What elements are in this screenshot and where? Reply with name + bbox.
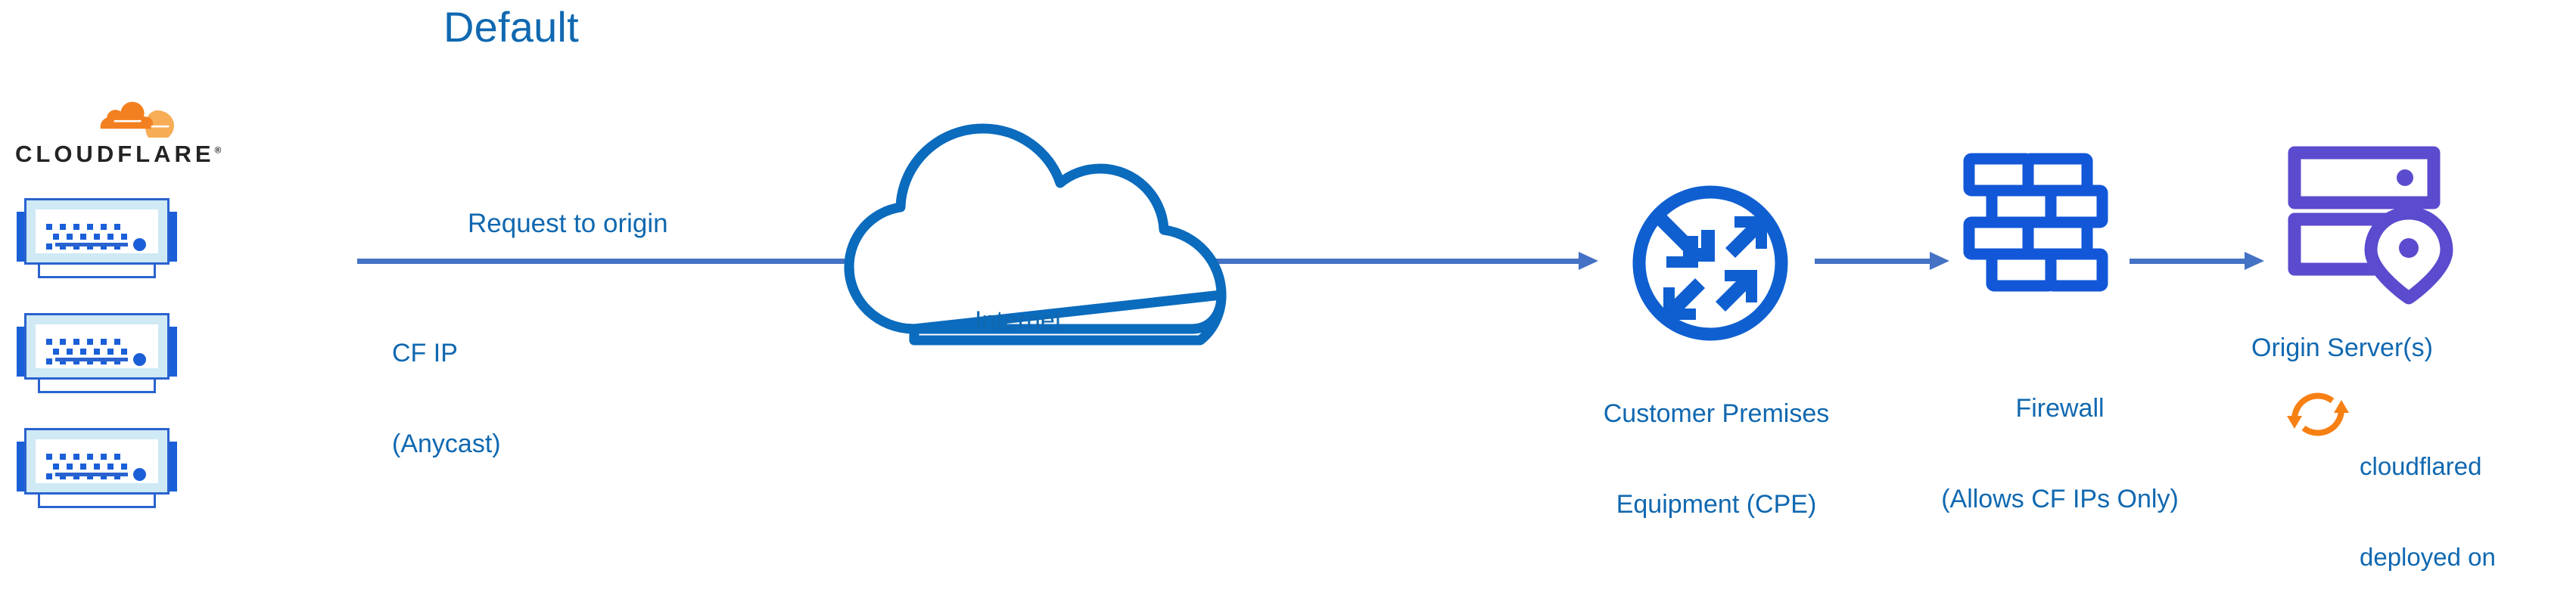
device-chassis	[24, 428, 170, 495]
firewall-label-line1: Firewall	[2015, 394, 2105, 423]
internet-label: Internet	[975, 306, 1062, 335]
refresh-cycle-icon	[2285, 382, 2350, 447]
device-chassis	[24, 313, 170, 380]
device-base	[38, 380, 156, 393]
device-faceplate	[36, 439, 158, 483]
cloudflare-logo: CLOUDFLARE®	[15, 97, 221, 194]
page-title: Default	[443, 3, 579, 51]
cloudflare-edge-server-1	[17, 195, 177, 278]
registered-trademark-mark: ®	[214, 144, 222, 156]
device-faceplate	[36, 209, 158, 253]
arrow-shaft	[2130, 259, 2245, 264]
cloudflare-wordmark-text: CLOUDFLARE	[15, 141, 215, 167]
arrow-cpe-to-firewall	[1815, 246, 1949, 276]
device-status-bar-icon	[55, 473, 128, 476]
cf-ip-label-line2: (Anycast)	[392, 429, 501, 458]
cloudflare-cloud-icon	[92, 97, 174, 141]
cloudflared-annotation-line2: deployed on	[2360, 543, 2496, 571]
device-faceplate	[36, 324, 158, 368]
cpe-label-line2: Equipment (CPE)	[1616, 490, 1817, 519]
cloudflared-annotation: cloudflared deployed on servers	[2360, 391, 2496, 614]
arrow-firewall-to-origin	[2130, 246, 2264, 276]
arrow-head-icon	[1930, 252, 1949, 270]
arrow-shaft	[1815, 259, 1930, 264]
cloudflared-annotation-line1: cloudflared	[2360, 452, 2482, 480]
device-base	[38, 495, 156, 508]
internet-node	[832, 113, 1256, 346]
request-to-origin-label: Request to origin	[468, 209, 668, 238]
cpe-label-line1: Customer Premises	[1603, 399, 1830, 428]
device-status-bar-icon	[55, 243, 128, 247]
server-stack-location-pin-icon	[2285, 144, 2456, 305]
origin-server-label: Origin Server(s)	[2251, 333, 2433, 362]
firewall-label: Firewall (Allows CF IPs Only)	[1901, 333, 2219, 575]
firewall-label-line2: (Allows CF IPs Only)	[1941, 485, 2179, 513]
cpe-label: Customer Premises Equipment (CPE)	[1557, 338, 1875, 580]
brick-wall-icon	[1962, 151, 2110, 299]
cf-ip-label-line1: CF IP	[392, 339, 458, 367]
cloudflare-edge-server-2	[17, 310, 177, 393]
cf-ip-label: CF IP (Anycast)	[392, 278, 501, 519]
arrow-head-icon	[2245, 252, 2264, 270]
cloud-outline-icon	[844, 123, 1227, 346]
device-led-grid-icon	[46, 220, 135, 250]
device-led-grid-icon	[46, 335, 135, 364]
device-led-grid-icon	[46, 450, 135, 479]
cloudflare-edge-server-3	[17, 425, 177, 508]
arrow-head-icon	[1579, 252, 1598, 270]
device-power-lamp-icon	[133, 468, 146, 481]
cloudflare-wordmark: CLOUDFLARE®	[15, 141, 221, 168]
device-base	[38, 265, 156, 278]
device-status-bar-icon	[55, 358, 128, 361]
device-power-lamp-icon	[133, 353, 146, 366]
router-icon	[1629, 181, 1792, 345]
device-chassis	[24, 198, 170, 265]
device-power-lamp-icon	[133, 238, 146, 251]
